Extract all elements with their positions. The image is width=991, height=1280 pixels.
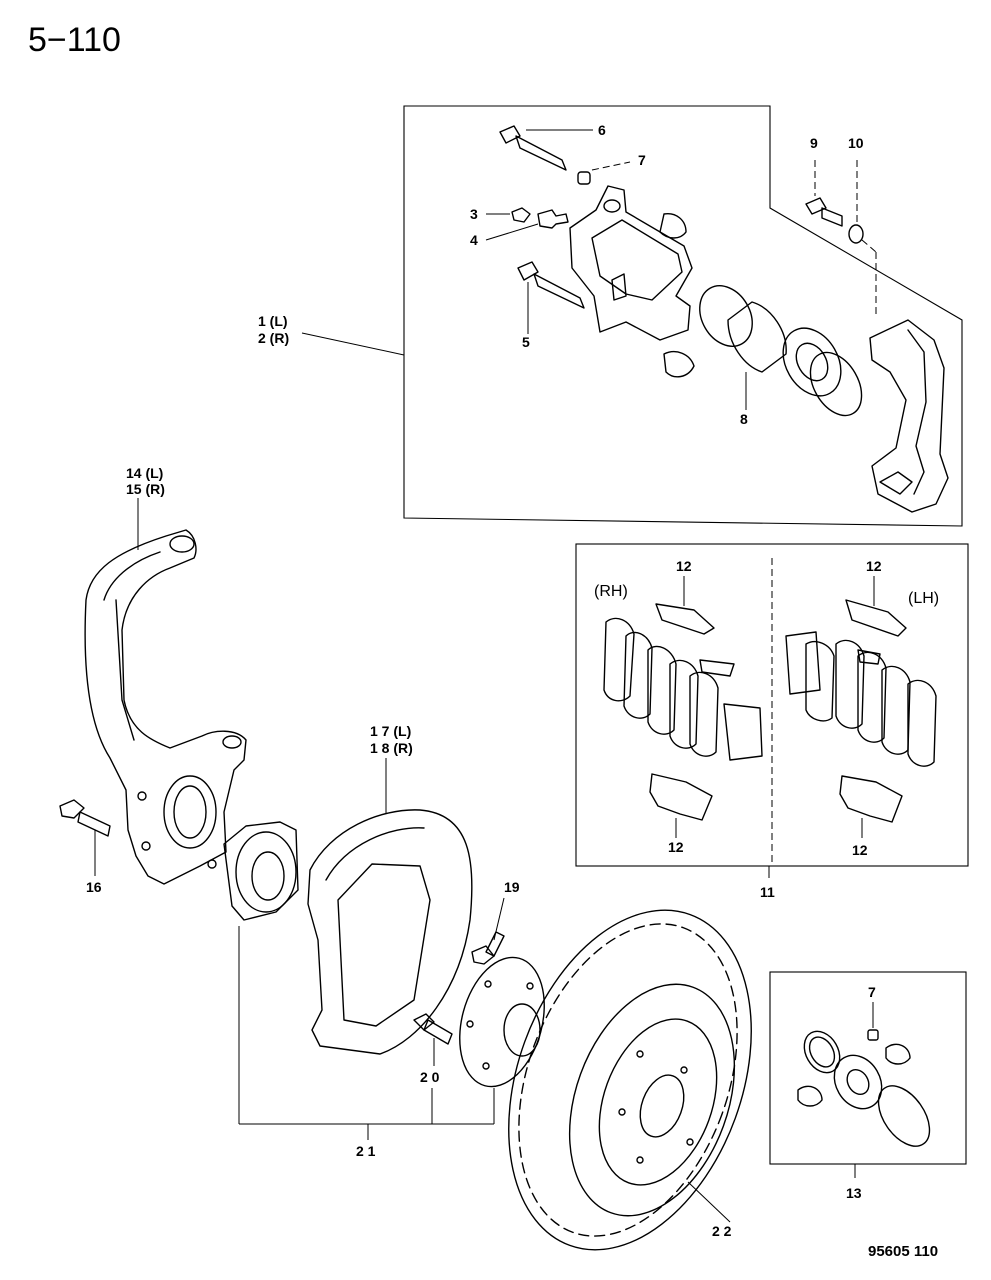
callout-12a: 12: [676, 558, 692, 574]
callout-18: 1 8 (R): [370, 740, 413, 756]
bracket-21: [238, 926, 495, 1140]
callout-8: 8: [740, 411, 748, 427]
caliper-body: [569, 185, 695, 378]
dust-shield: [307, 758, 473, 1055]
bleeder-screw-4: [485, 209, 569, 241]
callout-22: 2 2: [712, 1223, 732, 1239]
callout-7b: 7: [868, 984, 876, 1000]
pads-rh: [603, 576, 763, 838]
callout-14: 14 (L): [126, 465, 163, 481]
guide-pin-bolt-6: [499, 125, 593, 171]
pads-lh: [785, 576, 937, 838]
callout-12b: 12: [866, 558, 882, 574]
caliper-group-box: [403, 105, 963, 527]
drawing-number: 95605 110: [868, 1243, 938, 1260]
wheel-stud-20: [413, 1013, 453, 1066]
pad-kit-box: [575, 543, 969, 867]
callout-6: 6: [598, 122, 606, 138]
callout-4: 4: [470, 232, 478, 248]
callout-12c: 12: [668, 839, 684, 855]
label-lh: (LH): [908, 590, 939, 607]
callout-9: 9: [810, 135, 818, 151]
callout-16: 16: [86, 879, 102, 895]
hub-bearing: [223, 821, 299, 921]
callout-11: 11: [760, 884, 775, 900]
callout-2: 2 (R): [258, 330, 289, 346]
dust-shield-bolt-19: [471, 897, 505, 965]
steering-knuckle: [84, 498, 247, 885]
seal-kit-parts: [797, 1002, 931, 1147]
callout-5: 5: [522, 334, 530, 350]
callout-3: 3: [470, 206, 478, 222]
callout-15: 15 (R): [126, 481, 165, 497]
callout-13: 13: [846, 1185, 862, 1201]
front-hub: [459, 956, 545, 1088]
label-rh: (RH): [594, 583, 628, 600]
callout-21: 2 1: [356, 1143, 376, 1159]
bleeder-cap-3: [486, 207, 531, 223]
leader-1-2: [301, 332, 405, 356]
callout-1: 1 (L): [258, 313, 288, 329]
brake-disc: [508, 909, 752, 1251]
caliper-mount-bolt-9: [805, 160, 843, 227]
callout-20: 2 0: [420, 1069, 440, 1085]
lock-pin-bolt-5: [517, 261, 585, 334]
callout-17: 1 7 (L): [370, 723, 411, 739]
caliper-bracket: [869, 319, 949, 513]
callout-10: 10: [848, 135, 864, 151]
knuckle-bolt-16: [59, 799, 111, 876]
seal-kit-box: [769, 971, 967, 1165]
washer-10: [848, 160, 877, 318]
pin-boot-7: [577, 161, 631, 185]
callout-19: 19: [504, 879, 520, 895]
callout-12d: 12: [852, 842, 868, 858]
callout-7a: 7: [638, 152, 646, 168]
piston-seal-kit-8: [699, 285, 863, 417]
page-number: 5−110: [28, 21, 121, 59]
